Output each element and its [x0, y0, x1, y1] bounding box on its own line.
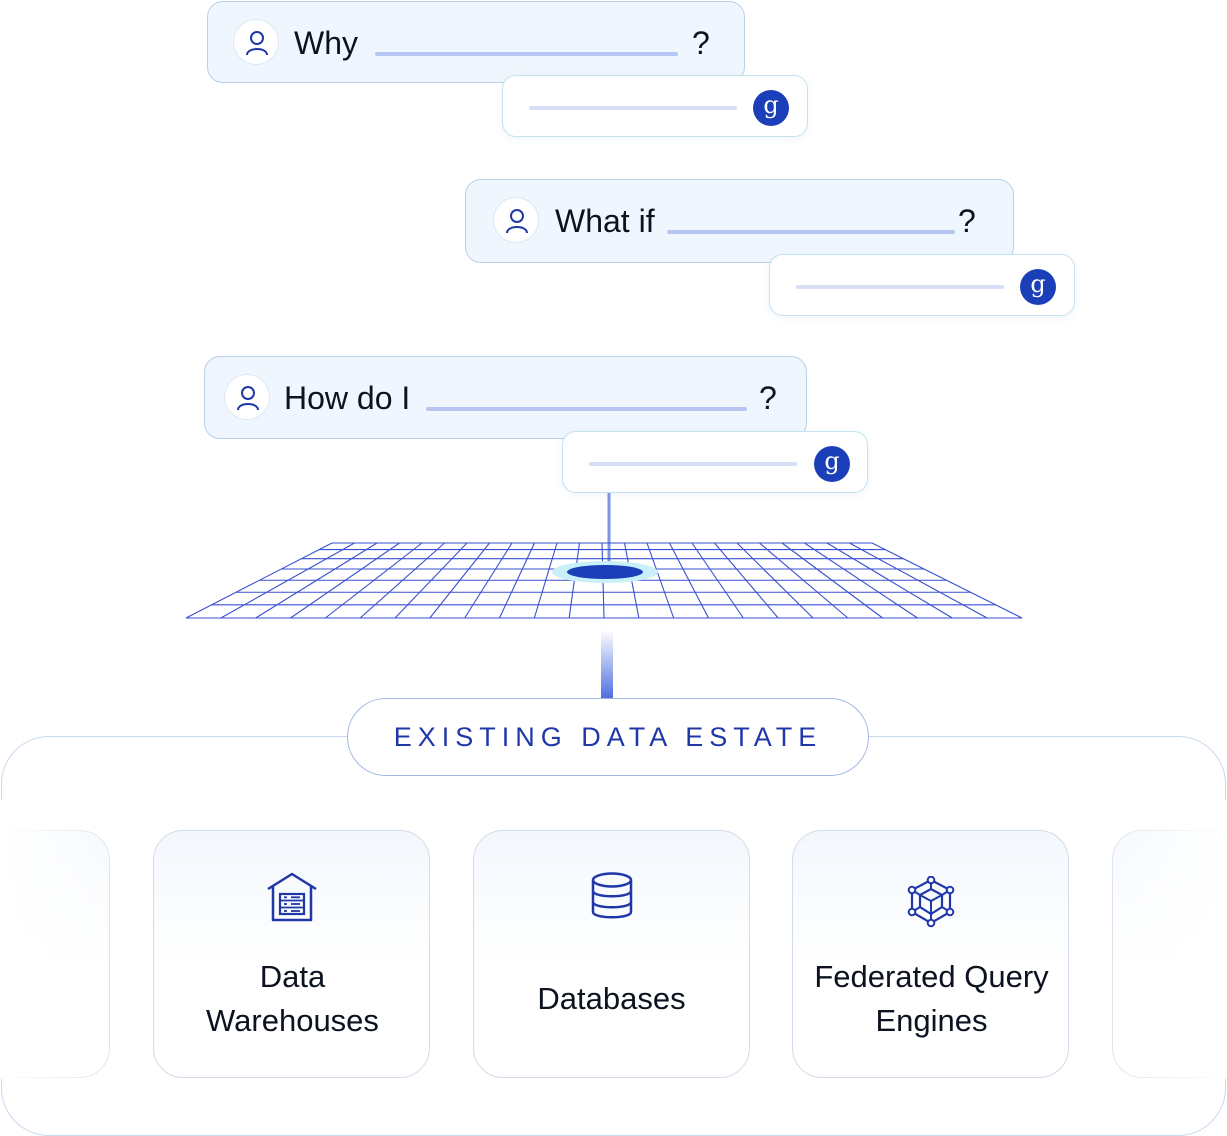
user-avatar [493, 197, 539, 243]
card-label: Federated Query Engines [814, 959, 1049, 1038]
question-mark: ? [759, 380, 777, 416]
grid-line [871, 542, 1023, 619]
user-avatar [233, 19, 279, 65]
answer-bubble: g [502, 75, 808, 137]
g-logo-icon: g [814, 446, 850, 482]
answer-bubble: g [562, 431, 868, 493]
g-logo-icon: g [1020, 269, 1056, 305]
data-source-card-databases[interactable]: Databases [473, 830, 750, 1078]
grid-line [185, 542, 333, 619]
question-mark: ? [692, 25, 710, 61]
answer-placeholder-line [529, 106, 737, 110]
query-engine-icon [907, 876, 955, 928]
card-label: Data Warehouses [206, 959, 379, 1038]
fade-overlay-left [0, 800, 150, 1079]
answer-placeholder-line [796, 285, 1004, 289]
data-source-card-warehouses[interactable]: Data Warehouses [153, 830, 430, 1078]
user-avatar [224, 374, 270, 420]
answer-placeholder-line [589, 462, 797, 466]
user-icon [506, 209, 528, 234]
connection-hole [567, 565, 643, 579]
card-label: Databases [537, 981, 686, 1016]
user-icon [237, 386, 259, 411]
connector-line-bottom [601, 630, 613, 698]
question-prefix: What if [555, 203, 655, 239]
g-logo-icon: g [753, 90, 789, 126]
user-icon [246, 31, 268, 56]
semantic-grid-plane [185, 493, 1023, 698]
question-placeholder-line [667, 230, 955, 234]
question-prefix: How do I [284, 380, 411, 416]
question-placeholder-line [426, 407, 747, 411]
data-source-card-federated[interactable]: Federated Query Engines [792, 830, 1069, 1078]
question-bubble-how-do-i: How do I ? [204, 356, 807, 439]
question-placeholder-line [375, 52, 678, 56]
question-bubble-what-if: What if ? [465, 179, 1014, 263]
fade-overlay-right [1077, 800, 1227, 1079]
database-icon [591, 872, 633, 919]
answer-bubble: g [769, 254, 1075, 316]
question-prefix: Why [294, 25, 358, 61]
existing-data-estate-label: EXISTING DATA ESTATE [347, 698, 869, 776]
warehouse-icon [267, 872, 317, 922]
question-mark: ? [958, 203, 976, 239]
question-bubble-why: Why ? [207, 1, 745, 83]
